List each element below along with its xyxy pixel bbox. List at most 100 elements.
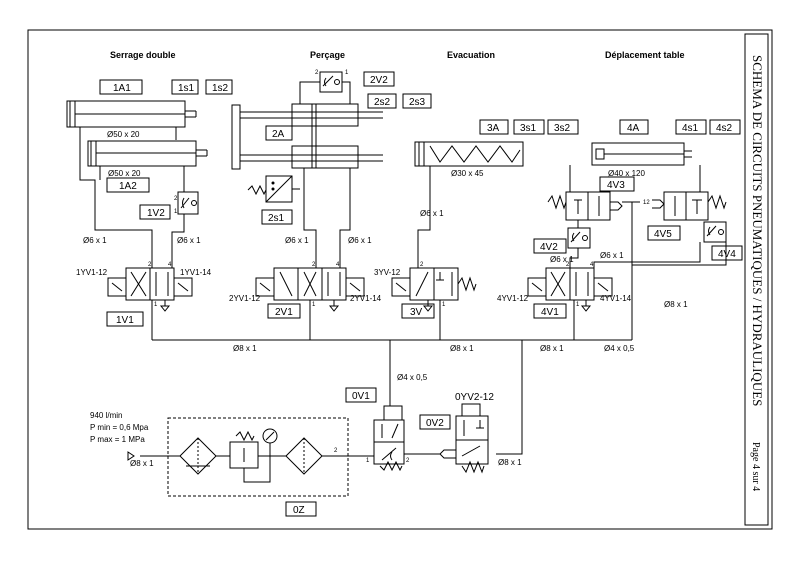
label-box-0V1 [345, 387, 377, 403]
sheet-frame [27, 29, 773, 530]
svg-text:1: 1 [154, 302, 158, 308]
solenoid-0V1 [383, 405, 403, 421]
flow-regulator-4V2 [567, 227, 591, 249]
label-4V2: 4V2 [540, 242, 558, 253]
valve-4V3-b [587, 191, 611, 221]
label-box-4V4 [711, 245, 743, 261]
sol-4YV1-14: 4YV1-14 [600, 294, 632, 303]
pipe-1b: Ø6 x 1 [177, 236, 201, 245]
valve-0V2-bottom [455, 439, 489, 465]
supply-flow: 940 l/min [90, 411, 122, 420]
label-box-4A [619, 119, 649, 135]
pipe-8b: Ø8 x 1 [450, 344, 474, 353]
solenoid-0YV2-12 [461, 403, 481, 417]
label-4s1: 4s1 [682, 123, 699, 134]
label-2s2: 2s2 [374, 97, 391, 108]
label-1A2: 1A2 [119, 181, 137, 192]
supply-pmin: P min = 0,6 Mpa [90, 423, 149, 432]
pipe-1a: Ø6 x 1 [83, 236, 107, 245]
svg-text:2: 2 [566, 262, 570, 268]
label-box-1A2 [106, 177, 150, 193]
heading-evacuation: Evacuation [447, 50, 495, 60]
sol-1YV1-12: 1YV1-12 [76, 268, 108, 277]
label-box-4V1 [533, 303, 567, 319]
label-3s2: 3s2 [554, 123, 571, 134]
label-1s2: 1s2 [212, 83, 229, 94]
label-box-3s2 [547, 119, 579, 135]
dim-1A2: Ø50 x 20 [108, 169, 141, 178]
label-box-1V2 [139, 204, 171, 220]
label-2A: 2A [272, 129, 285, 140]
pipe-8e: Ø8 x 1 [498, 458, 522, 467]
label-box-3s1 [513, 119, 545, 135]
sheet-title: SCHEMA DE CIRCUITS PNEUMATIQUES / HYDRAU… [750, 55, 765, 406]
cylinder-2A-upper [291, 103, 359, 127]
label-box-3A [479, 119, 509, 135]
label-box-4V3 [599, 176, 635, 192]
valve-4V5-b [685, 191, 709, 221]
label-2V2: 2V2 [370, 75, 388, 86]
svg-text:2: 2 [420, 262, 424, 268]
label-box-4V2 [533, 238, 567, 254]
label-2s1: 2s1 [268, 213, 285, 224]
valve-0V1-group: 0V1 1 2 [345, 387, 410, 472]
svg-text:1: 1 [442, 302, 446, 308]
svg-text:2: 2 [174, 196, 178, 202]
label-box-2A [265, 125, 293, 141]
heading-serrage-double: Serrage double [110, 50, 176, 60]
sol-2YV1-14: 2YV1-14 [350, 294, 382, 303]
label-4s2: 4s2 [716, 123, 733, 134]
svg-text:4: 4 [336, 262, 340, 268]
dim-1A1: Ø50 x 20 [107, 130, 140, 139]
frl-unit-0Z: 2 0Z [127, 417, 440, 517]
label-0V2: 0V2 [426, 418, 444, 429]
label-box-1s2 [205, 79, 233, 95]
valve-0V1-top [373, 419, 405, 443]
label-box-1V1 [106, 311, 144, 327]
label-box-0Z [285, 501, 317, 517]
sol-1YV1-14: 1YV1-14 [180, 268, 212, 277]
pipe-4x05a: Ø4 x 0,5 [604, 344, 635, 353]
sol-0YV2-12: 0YV2-12 [455, 392, 494, 403]
label-box-1s1 [171, 79, 199, 95]
pipe-2b: Ø6 x 1 [348, 236, 372, 245]
label-4V4: 4V4 [718, 249, 736, 260]
label-4V1: 4V1 [541, 307, 559, 318]
label-box-3V [401, 303, 435, 319]
pipe-2a: Ø6 x 1 [285, 236, 309, 245]
valve-3V-right [433, 267, 459, 301]
valve-2V1-c [321, 267, 347, 301]
pipe-8c: Ø8 x 1 [540, 344, 564, 353]
deplacement-group: 4A 4s1 4s2 Ø40 x 120 4V3 12 [497, 119, 743, 340]
flow-regulator-1V2 [177, 191, 199, 215]
pipe-3: Ø6 x 1 [420, 209, 444, 218]
valve-0V2-group: 0YV2-12 0V2 [419, 392, 494, 474]
label-1A1: 1A1 [113, 83, 131, 94]
label-box-2V1 [267, 303, 301, 319]
svg-text:2: 2 [334, 448, 338, 454]
label-0Z: 0Z [293, 505, 305, 516]
label-box-4s1 [675, 119, 707, 135]
frl-boundary [167, 417, 349, 497]
svg-text:2: 2 [312, 262, 316, 268]
svg-text:1: 1 [366, 458, 370, 464]
svg-text:1: 1 [576, 302, 580, 308]
pipe-4a: Ø6 x 1 [550, 255, 574, 264]
svg-text:1: 1 [174, 209, 178, 215]
label-3s1: 3s1 [520, 123, 537, 134]
label-4V3: 4V3 [607, 180, 625, 191]
pipe-4b: Ø6 x 1 [600, 251, 624, 260]
sol-3YV-12: 3YV-12 [374, 268, 401, 277]
valve-1V1-right [149, 267, 175, 301]
pipe-8f: Ø8 x 1 [664, 300, 688, 309]
svg-text:1: 1 [312, 302, 316, 308]
svg-text:4: 4 [590, 262, 594, 268]
svg-text:2: 2 [406, 458, 410, 464]
label-box-0V2 [419, 414, 451, 430]
label-box-2s2 [367, 93, 397, 109]
flow-regulator-2V2 [319, 71, 343, 93]
drill-guide [231, 104, 241, 170]
label-3A: 3A [487, 123, 500, 134]
cylinder-2A-lower [291, 145, 359, 169]
